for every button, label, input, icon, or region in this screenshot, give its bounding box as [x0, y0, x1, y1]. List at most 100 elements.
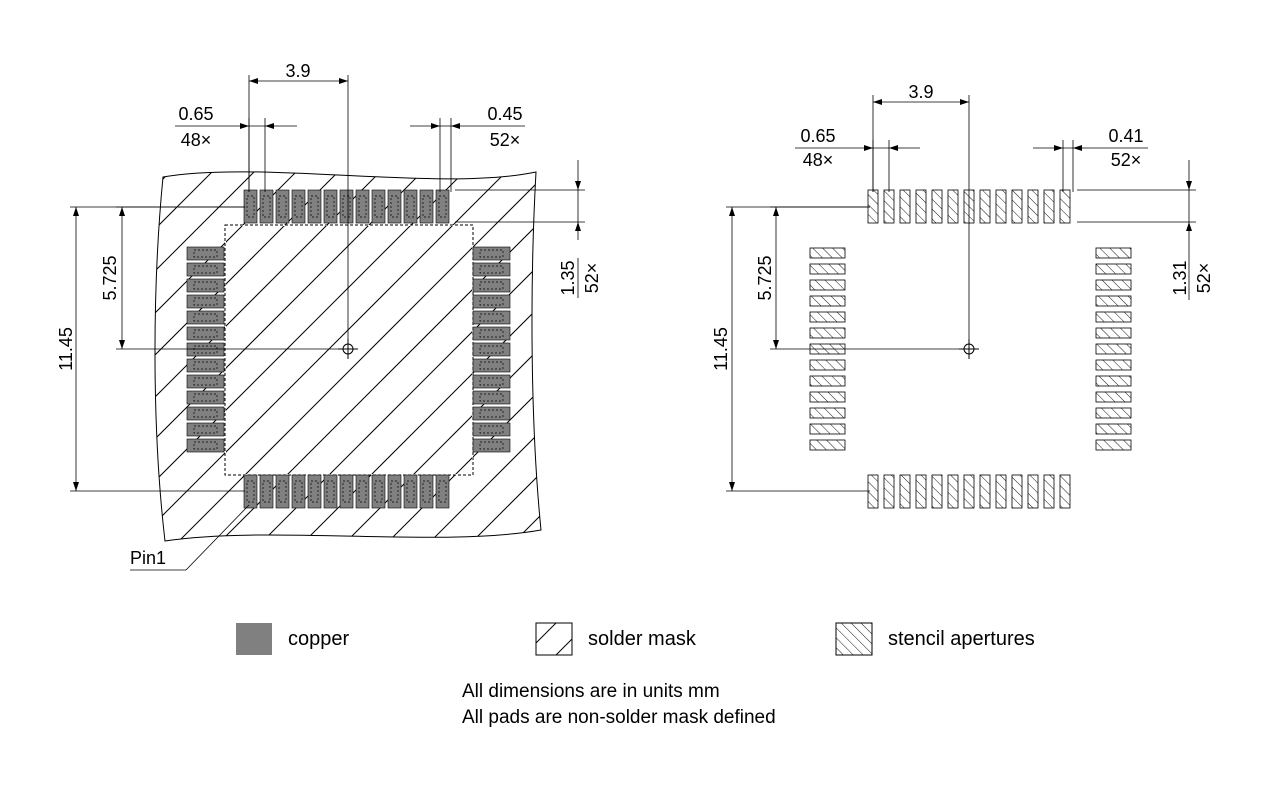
copper-pad	[307, 189, 322, 224]
stencil-aperture	[1095, 295, 1132, 307]
copper-pad	[186, 438, 225, 453]
stencil-aperture	[809, 327, 846, 339]
stencil-aperture	[809, 263, 846, 275]
stencil-aperture	[931, 474, 943, 509]
dim-pad-width-label: 0.45	[487, 104, 522, 124]
stencil-aperture	[883, 189, 895, 224]
dim-pitch: 0.65 48×	[175, 104, 297, 192]
note-pads: All pads are non-solder mask defined	[462, 707, 776, 728]
copper-pad	[472, 310, 511, 325]
copper-pad	[472, 342, 511, 357]
stencil-aperture	[809, 391, 846, 403]
cutout-hatch-line	[226, 226, 453, 453]
legend-solder-mask-swatch	[535, 622, 573, 656]
copper-pad	[291, 474, 306, 509]
note-units: All dimensions are in units mm	[462, 681, 720, 702]
cutout-hatch-line	[245, 247, 472, 474]
legend-copper-swatch	[236, 623, 272, 655]
copper-pad	[186, 390, 225, 405]
stencil-aperture	[809, 311, 846, 323]
copper-pad	[323, 474, 338, 509]
copper-pad	[472, 374, 511, 389]
legend-stencil-label: stencil apertures	[888, 628, 1035, 650]
copper-pad	[186, 374, 225, 389]
stencil-aperture	[1095, 263, 1132, 275]
dim-half-height-right-label: 5.725	[755, 255, 775, 300]
dim-pad-width: 0.45 52×	[410, 104, 525, 192]
stencil-aperture	[809, 439, 846, 451]
dim-aperture-length: 1.31 52×	[1077, 160, 1214, 300]
stencil-aperture	[1011, 474, 1023, 509]
dim-pitch-right-label: 0.65	[800, 126, 835, 146]
dim-aperture-width-label: 0.41	[1108, 126, 1143, 146]
cutout-hatch-line	[226, 226, 411, 411]
stencil-aperture	[1095, 247, 1132, 259]
dim-aperture-length-count: 52×	[1194, 263, 1214, 294]
dim-center-offset-right: 3.9	[872, 82, 970, 344]
copper-pad	[259, 474, 274, 509]
stencil-aperture	[947, 189, 959, 224]
copper-pad	[472, 262, 511, 277]
stencil-aperture	[1095, 279, 1132, 291]
copper-pad	[307, 474, 322, 509]
legend-stencil-swatch	[835, 622, 873, 656]
dim-pad-length: 1.35 52×	[455, 160, 602, 298]
left-view: 3.9 0.65 48× 0.45 52× 1.35 52×	[56, 61, 602, 571]
stencil-aperture	[995, 474, 1007, 509]
copper-pad	[186, 294, 225, 309]
stencil-aperture	[809, 359, 846, 371]
copper-pad	[403, 474, 418, 509]
cutout-hatch-line	[287, 289, 472, 474]
dim-center-offset: 3.9	[248, 61, 349, 344]
stencil-aperture	[979, 189, 991, 224]
notes: All dimensions are in units mm All pads …	[462, 681, 776, 728]
cutout-hatch-line	[329, 331, 472, 474]
copper-pad	[355, 189, 370, 224]
stencil-aperture	[1095, 327, 1132, 339]
copper-pad	[472, 278, 511, 293]
stencil-aperture	[1043, 189, 1055, 224]
stencil-aperture	[1059, 474, 1071, 509]
mask-hatch-line	[154, 171, 511, 541]
stencil-aperture	[809, 407, 846, 419]
dim-pad-length-count: 52×	[582, 263, 602, 294]
copper-pad	[291, 189, 306, 224]
copper-pad	[472, 438, 511, 453]
copper-pad	[371, 474, 386, 509]
copper-pad	[472, 294, 511, 309]
copper-pad	[186, 422, 225, 437]
cutout-hatch-line	[226, 226, 369, 369]
copper-pad	[275, 474, 290, 509]
dim-full-height-label: 11.45	[56, 327, 76, 371]
stencil-aperture	[1095, 375, 1132, 387]
center-cutout	[225, 225, 473, 475]
dim-half-height-label: 5.725	[100, 255, 120, 300]
right-view: 3.9 0.65 48× 0.41 52× 1.31 52×	[711, 82, 1214, 509]
stencil-aperture	[867, 189, 879, 224]
dim-pitch-count: 48×	[181, 130, 212, 150]
copper-pad	[355, 474, 370, 509]
stencil-aperture	[1095, 423, 1132, 435]
copper-pad	[243, 189, 258, 224]
stencil-aperture	[1095, 407, 1132, 419]
copper-pad	[419, 189, 434, 224]
dim-full-height-right-label: 11.45	[711, 327, 731, 371]
stencil-aperture	[915, 189, 927, 224]
copper-pad	[186, 358, 225, 373]
stencil-aperture	[809, 295, 846, 307]
copper-pad	[371, 189, 386, 224]
dim-full-height: 11.45	[56, 206, 245, 492]
dim-full-height-right: 11.45	[711, 206, 870, 492]
dim-pad-width-count: 52×	[490, 130, 521, 150]
stencil-aperture	[809, 423, 846, 435]
copper-pad	[472, 406, 511, 421]
dim-pitch-label: 0.65	[178, 104, 213, 124]
stencil-aperture	[931, 189, 943, 224]
stencil-aperture	[899, 474, 911, 509]
dim-pad-length-label: 1.35	[558, 260, 578, 295]
copper-pad	[323, 189, 338, 224]
stencil-aperture	[1095, 391, 1132, 403]
stencil-aperture	[947, 474, 959, 509]
dim-aperture-width: 0.41 52×	[1033, 126, 1148, 192]
